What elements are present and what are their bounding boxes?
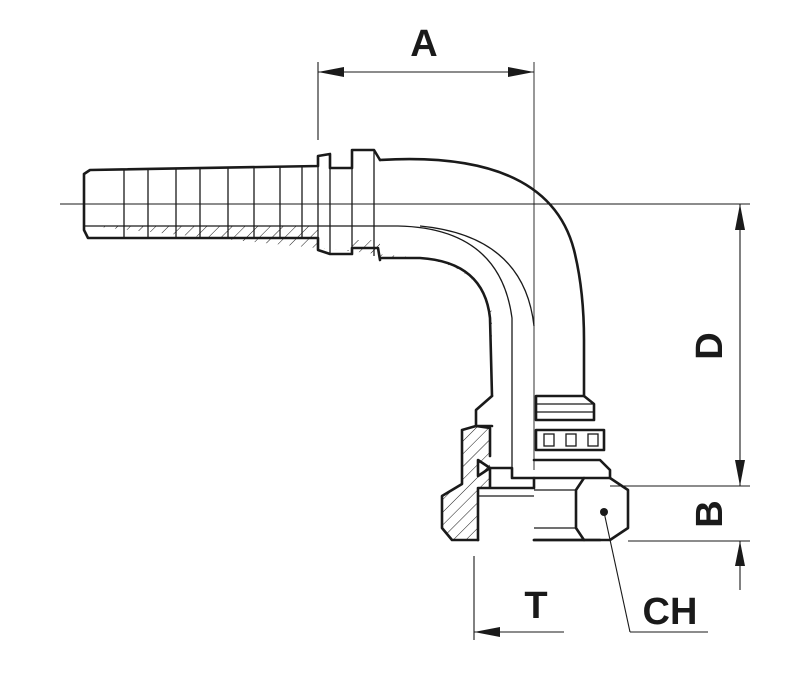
hatch-fill xyxy=(88,226,492,540)
swivel-nut xyxy=(440,424,630,542)
dimension-a: A xyxy=(317,23,534,140)
dimension-a-label: A xyxy=(410,23,437,65)
dimension-b: B xyxy=(610,485,750,590)
section-hatch xyxy=(88,226,492,540)
center-lines xyxy=(60,62,750,470)
elbow-outer-curve xyxy=(378,157,586,398)
elbow-bore-curve xyxy=(397,225,513,468)
dimension-b-label: B xyxy=(689,500,731,527)
elbow-inner-curve xyxy=(378,256,494,398)
collar-teeth xyxy=(534,428,606,452)
hose-tail xyxy=(82,148,398,262)
dimension-t: T xyxy=(473,556,564,640)
elbow-bore-curve-2 xyxy=(419,225,535,327)
elbow-bend xyxy=(378,157,586,468)
dimension-ch-label: CH xyxy=(643,591,698,633)
dimension-d-label: D xyxy=(689,332,731,359)
collar xyxy=(474,394,606,452)
dimension-d: D xyxy=(534,203,750,486)
dimension-t-label: T xyxy=(524,585,547,627)
collar-outline xyxy=(474,394,596,428)
stem-outline xyxy=(82,148,382,262)
nut-outline xyxy=(440,424,612,542)
dimension-ch: CH xyxy=(603,511,708,633)
